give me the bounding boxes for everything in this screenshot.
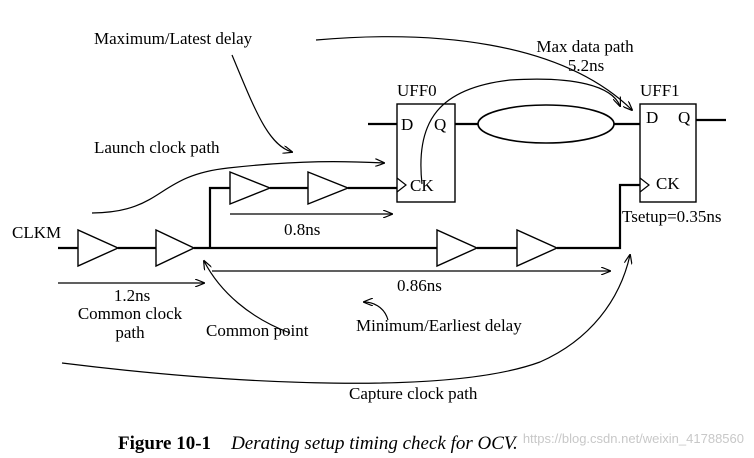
max-data-path-label: Max data path bbox=[536, 37, 634, 56]
common-point-curve bbox=[204, 261, 291, 334]
delay-08-label: 0.8ns bbox=[284, 220, 320, 239]
max-data-path-value: 5.2ns bbox=[568, 56, 604, 75]
launch-clock-path-curve bbox=[91, 162, 384, 214]
capture-buffer-1 bbox=[436, 228, 479, 268]
max-latest-label: Maximum/Latest delay bbox=[94, 29, 253, 48]
capture-clock-path-curve bbox=[61, 255, 630, 384]
capture-clock-path-label: Capture clock path bbox=[349, 384, 478, 403]
delay-12-label: 1.2ns bbox=[114, 286, 150, 305]
uff0-flip-flop bbox=[396, 103, 456, 203]
min-earliest-label: Minimum/Earliest delay bbox=[356, 316, 522, 335]
uff1-flip-flop bbox=[639, 103, 697, 203]
max-delay-to-launch-curve bbox=[231, 54, 292, 152]
min-delay-curve bbox=[364, 302, 389, 321]
launch-buffer-1 bbox=[229, 170, 272, 206]
common-clock-path-label: Common clock bbox=[78, 304, 183, 323]
uff0-label: UFF0 bbox=[397, 81, 437, 100]
launch-clock-path-label: Launch clock path bbox=[94, 138, 220, 157]
max-delay-to-uff1-curve bbox=[315, 36, 632, 110]
uff1-label: UFF1 bbox=[640, 81, 680, 100]
common-clock-path-label-2: path bbox=[115, 323, 145, 342]
uff1-q-pin: Q bbox=[678, 108, 690, 127]
launch-buffer-2 bbox=[307, 170, 350, 206]
common-point-label: Common point bbox=[206, 321, 309, 340]
csdn-watermark: https://blog.csdn.net/weixin_41788560 bbox=[523, 431, 744, 446]
combinational-logic-ellipse bbox=[477, 104, 615, 144]
uff1-d-pin: D bbox=[646, 108, 658, 127]
tsetup-label: Tsetup=0.35ns bbox=[622, 207, 722, 226]
clock-buffer-2 bbox=[155, 228, 196, 268]
figure-caption-text: Derating setup timing check for OCV. bbox=[230, 433, 518, 454]
uff1-clock-wire bbox=[557, 183, 640, 250]
capture-buffer-2 bbox=[516, 228, 559, 268]
clock-buffer-1 bbox=[77, 228, 120, 268]
uff0-ck-pin: CK bbox=[410, 176, 434, 195]
launch-branch-wire bbox=[208, 186, 230, 248]
uff0-q-pin: Q bbox=[434, 115, 446, 134]
max-data-path-curve bbox=[420, 78, 620, 185]
figure-number: Figure 10-1 bbox=[118, 433, 211, 454]
uff1-ck-pin: CK bbox=[656, 174, 680, 193]
delay-086-label: 0.86ns bbox=[397, 276, 442, 295]
figure-caption: Figure 10-1 Derating setup timing check … bbox=[118, 433, 518, 454]
uff0-d-pin: D bbox=[401, 115, 413, 134]
clkm-label: CLKM bbox=[12, 223, 61, 242]
